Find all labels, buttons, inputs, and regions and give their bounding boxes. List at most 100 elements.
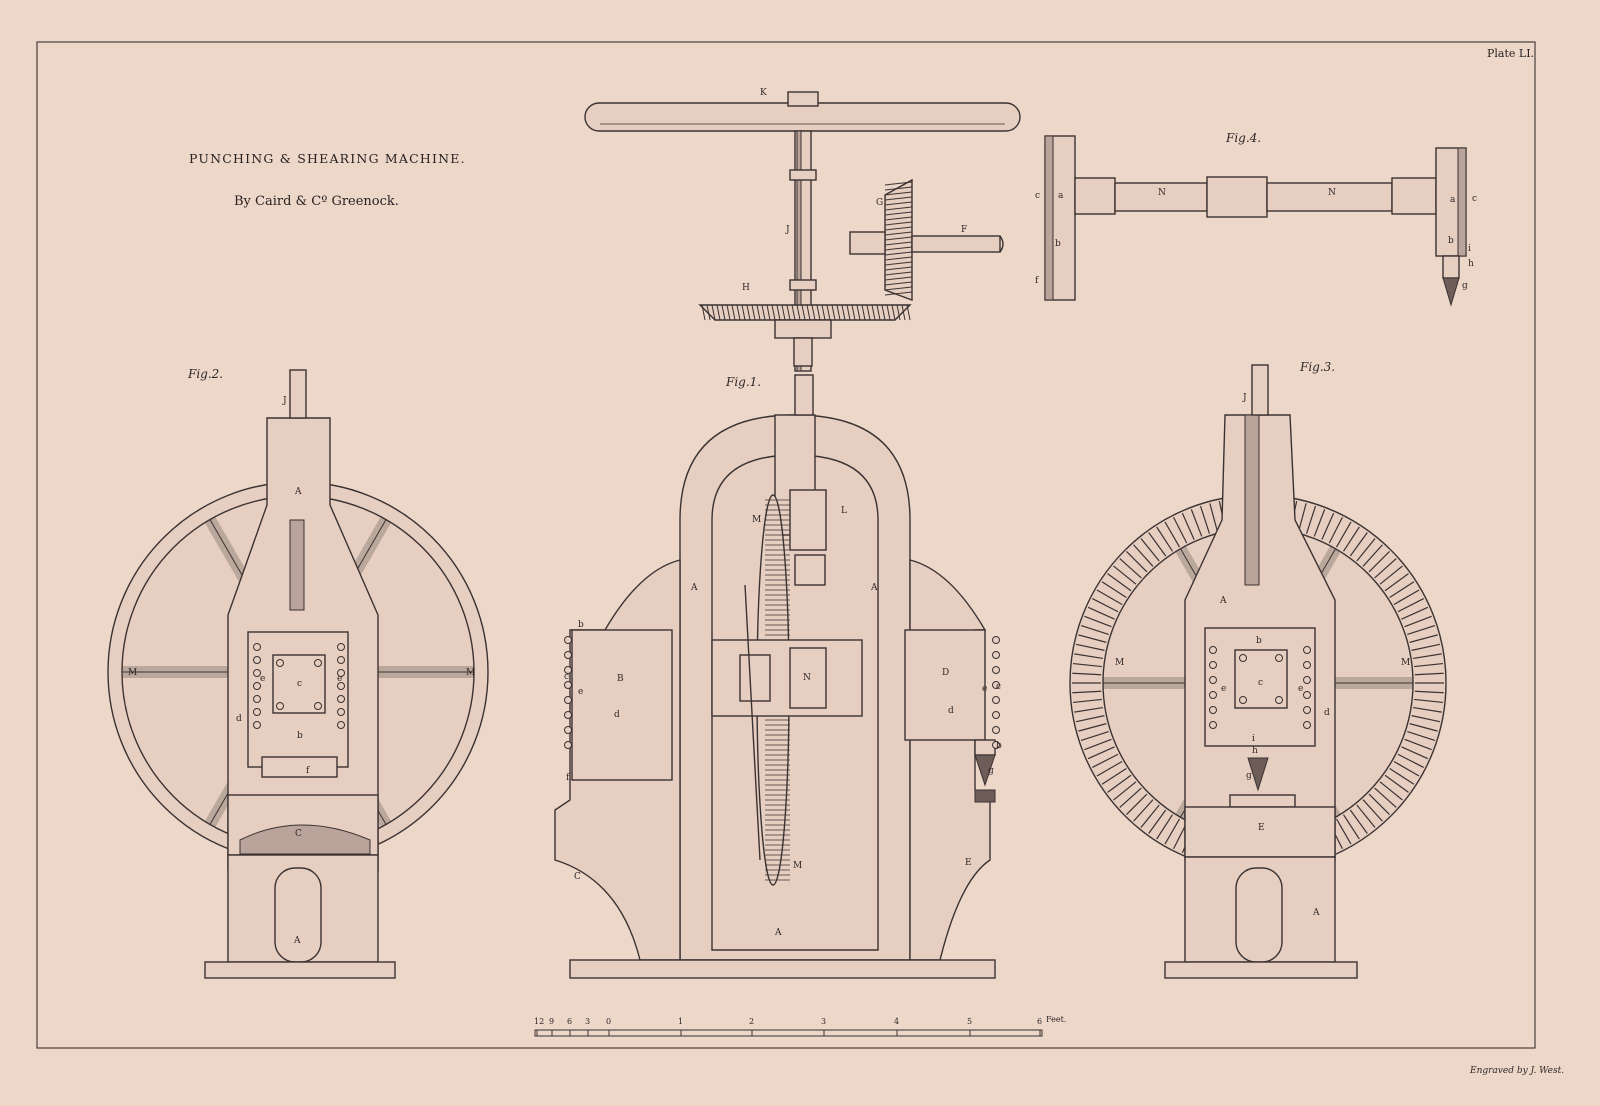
fig4-part-label: N (1158, 188, 1166, 198)
rim-tooth (1412, 706, 1442, 713)
bolt-icon (564, 651, 572, 659)
bolt-icon (337, 708, 345, 716)
rim-tooth (1414, 672, 1444, 676)
rim-tooth (1374, 558, 1397, 579)
fig3-part-label: e (1221, 684, 1226, 694)
fig3-part-label: J (1242, 393, 1247, 403)
rim-tooth (1078, 723, 1107, 732)
rim-tooth (1133, 544, 1154, 567)
rim-tooth (1379, 781, 1403, 801)
bolt-icon (992, 636, 1000, 644)
engraver-credit: Engraved by J. West. (1469, 1066, 1564, 1076)
fig1-part-label: M (793, 861, 802, 871)
fig1-part-label: f (566, 773, 570, 783)
rim-tooth (1362, 799, 1383, 822)
rim-tooth (1356, 804, 1376, 828)
bolt-icon (1209, 661, 1217, 669)
top_view-part-label: J (785, 225, 790, 235)
bolt-icon (314, 702, 322, 710)
rim-tooth (1092, 753, 1119, 768)
rim-tooth (1074, 653, 1104, 660)
rim-tooth (1393, 760, 1420, 777)
scale-tick-label: 9 (549, 1017, 554, 1026)
rim-tooth (1379, 565, 1403, 585)
rim-tooth (1389, 581, 1415, 598)
bolt-icon (276, 702, 284, 710)
plate-border (36, 41, 1536, 1049)
top-gear-assembly (584, 91, 1021, 372)
fig1-part-label: A (774, 928, 782, 938)
fig4-part-label: f (1035, 276, 1039, 286)
rim-tooth (1298, 503, 1307, 532)
fig2-part-label: A (294, 487, 302, 497)
scale-tick-label: 4 (894, 1017, 899, 1026)
top_view-part-label: K (760, 88, 767, 98)
rim-tooth (1362, 544, 1383, 567)
scale-tick-label: 6 (567, 1017, 572, 1026)
scale-tick-label: 3 (585, 1017, 590, 1026)
fig3-part-label: i (1252, 734, 1255, 744)
bolt-icon (1209, 676, 1217, 684)
rim-tooth (1101, 768, 1127, 785)
gear-tooth (884, 286, 913, 291)
scale-tick-label: 6 (1037, 1017, 1042, 1026)
fig1-part-label: A (870, 583, 878, 593)
fig1-part-label: b (996, 741, 1002, 751)
fig3-part-label: M (1401, 658, 1410, 668)
rim-tooth (1072, 690, 1102, 694)
gear-tooth (884, 276, 913, 281)
rim-tooth (1107, 573, 1132, 592)
fig2-part-label: J (282, 396, 287, 406)
scale-tick-label: 12 (534, 1017, 544, 1026)
rim-tooth (1349, 809, 1368, 834)
rim-tooth (1078, 634, 1107, 643)
bolt-icon (1303, 661, 1311, 669)
bolt-icon (337, 682, 345, 690)
rim-tooth (1401, 746, 1429, 760)
rim-tooth (1409, 723, 1438, 732)
gear-tooth (884, 226, 913, 231)
bevel-gear-H-teeth (701, 304, 911, 321)
rim-tooth (1409, 634, 1438, 643)
fig1-part-label: e (578, 687, 583, 697)
rim-tooth (1113, 565, 1137, 585)
rim-tooth (1374, 787, 1397, 808)
rim-tooth (1393, 589, 1420, 606)
gear-tooth (884, 291, 913, 296)
bolt-icon (337, 643, 345, 651)
rim-tooth (1113, 781, 1137, 801)
rim-tooth (1411, 643, 1441, 651)
bolt-icon (253, 721, 261, 729)
bolt-icon (992, 651, 1000, 659)
gear-tooth (884, 181, 913, 186)
bolt-icon (1275, 654, 1283, 662)
gear-tooth (884, 211, 913, 216)
bolt-icon (564, 696, 572, 704)
rim-tooth (1148, 532, 1167, 557)
bolt-icon (1209, 706, 1217, 714)
rim-tooth (1133, 799, 1154, 822)
fig1-caption: Fig.1. (725, 375, 761, 389)
scale-tick-label: 5 (967, 1017, 972, 1026)
fig3-caption: Fig.3. (1299, 360, 1335, 374)
rim-tooth (1092, 598, 1119, 613)
rim-tooth (1404, 738, 1432, 751)
rim-tooth (1087, 746, 1115, 760)
rim-tooth (1096, 589, 1123, 606)
bolt-icon (564, 711, 572, 719)
gear-tooth (884, 196, 913, 201)
rim-tooth (1126, 551, 1148, 573)
bolt-icon (564, 666, 572, 674)
scale-tick-label: 2 (749, 1017, 754, 1026)
fig3-part-label: c (1258, 678, 1263, 688)
fig4-part-label: a (1058, 191, 1064, 201)
fig1-part-label: g (988, 766, 994, 776)
gear-tooth (884, 186, 913, 191)
bolt-icon (253, 643, 261, 651)
fig3-part-label: A (1219, 596, 1227, 606)
rim-tooth (1335, 521, 1352, 548)
rim-tooth (1096, 760, 1123, 777)
fig4-part-label: b (1055, 239, 1061, 249)
